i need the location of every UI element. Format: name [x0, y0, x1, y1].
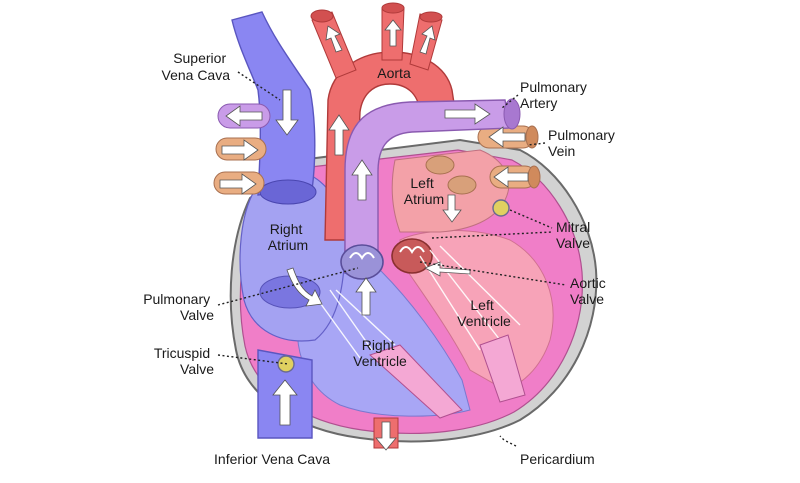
arrow-pv-right-2 [493, 166, 529, 188]
arrow-branch-3 [419, 25, 436, 55]
aorta-branch-3-end [419, 11, 443, 23]
papillary-muscle-right [369, 344, 463, 419]
leader-mitral-valve-2 [431, 231, 553, 239]
label-inferior-vena-cava: Inferior Vena Cava [214, 451, 330, 467]
pulmonary-vein-opening-2 [447, 175, 477, 195]
arrow-pa-left [225, 105, 263, 127]
leader-pulmonary-artery [501, 94, 519, 109]
arrow-ivc-up [272, 379, 298, 426]
aorta-branch-2-end [381, 2, 405, 14]
label-mitral-valve: Mitral Valve [556, 219, 594, 251]
pulmonary-vein-right-end-1 [525, 125, 539, 149]
aorta-arch [324, 51, 456, 241]
aortic-valve-shape [391, 238, 433, 274]
arrow-aorta-up [328, 114, 350, 156]
leader-pericardium [499, 435, 517, 447]
pulmonary-vein-opening-1 [425, 155, 455, 175]
label-superior-vena-cava: Superior Vena Cava [162, 50, 231, 83]
arrow-la-down [442, 194, 462, 223]
label-right-ventricle: Right Ventricle [353, 337, 407, 369]
leader-tricuspid-valve [217, 354, 289, 365]
pulmonary-artery-right-end [503, 98, 521, 130]
label-left-ventricle: Left Ventricle [457, 297, 511, 329]
leader-pulmonary-valve [217, 267, 359, 306]
leader-aortic-valve [419, 261, 567, 286]
label-pericardium: Pericardium [520, 451, 595, 467]
svc-opening [259, 179, 317, 205]
pulmonary-valve-leaflets [349, 252, 375, 260]
label-aortic-valve: Aortic Valve [570, 275, 610, 307]
pulmonary-valve-shape [340, 244, 384, 280]
leader-mitral-valve [509, 209, 553, 229]
flow-arrows [219, 19, 529, 451]
arrow-pv-left-2 [219, 173, 257, 195]
arrow-pa-right [444, 103, 491, 125]
arrow-lv-to-aorta [424, 261, 471, 277]
label-left-atrium: Left Atrium [404, 175, 444, 207]
chordae-tendineae [317, 245, 521, 359]
label-aorta: Aorta [377, 65, 411, 81]
arrow-branch-1 [325, 25, 343, 53]
leader-lines [217, 71, 567, 447]
label-tricuspid-valve: Tricuspid Valve [154, 345, 214, 377]
leader-pulmonary-vein [527, 142, 546, 146]
pulmonary-trunk [344, 99, 511, 259]
label-right-atrium: Right Atrium [268, 221, 308, 253]
arrow-rv-up [355, 277, 377, 316]
papillary-muscle-left [479, 334, 526, 403]
arrow-aorta-down [375, 421, 397, 451]
arrow-pv-right-1 [488, 126, 526, 148]
mitral-valve-shape [492, 199, 510, 217]
arrow-branch-2 [384, 19, 402, 47]
label-pulmonary-artery: Pulmonary Artery [520, 79, 591, 111]
arrow-pa-up [351, 159, 373, 201]
aortic-valve-leaflets [399, 246, 425, 254]
arrow-pv-left-1 [221, 139, 259, 161]
arrow-svc-down [275, 89, 299, 136]
pulmonary-vein-right-end-2 [527, 165, 541, 189]
aorta-branch-1-end [310, 9, 334, 23]
label-pulmonary-valve: Pulmonary Valve [143, 291, 214, 323]
leader-svc [237, 71, 281, 101]
label-pulmonary-vein: Pulmonary Vein [548, 127, 619, 159]
arrow-ra-curve [286, 267, 323, 307]
